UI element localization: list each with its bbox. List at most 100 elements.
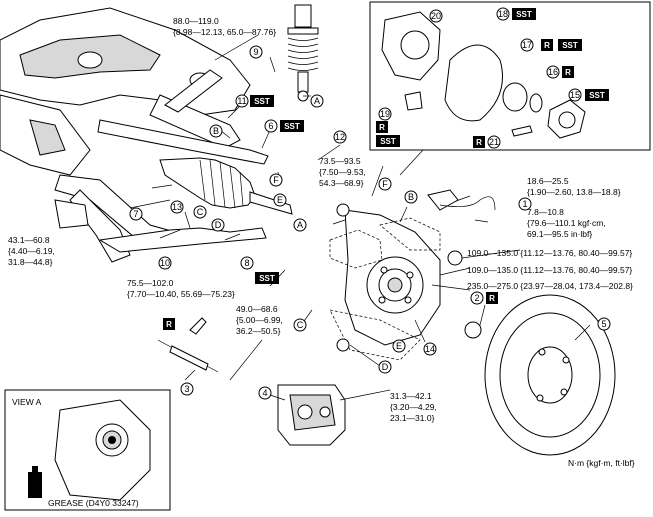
- letter-a-knuckle: A: [293, 218, 307, 232]
- knuckle-hub-assembly: [329, 189, 496, 361]
- callout-21: 21: [487, 135, 501, 149]
- svg-text:7.8—10.8: 7.8—10.8: [527, 207, 564, 217]
- svg-text:E: E: [277, 195, 283, 205]
- svg-text:31.3—42.1: 31.3—42.1: [390, 391, 432, 401]
- letter-f-knuckle: F: [378, 177, 392, 191]
- callout-3: 3: [180, 382, 194, 396]
- svg-text:R: R: [489, 294, 495, 303]
- callout-14: 14: [423, 342, 437, 356]
- r-tag-17: R: [541, 39, 553, 51]
- svg-text:4: 4: [262, 388, 267, 398]
- svg-text:{79.6—110.1 kgf·cm,: {79.6—110.1 kgf·cm,: [527, 218, 606, 228]
- svg-text:23.1—31.0}: 23.1—31.0}: [390, 413, 435, 423]
- callout-15: 15: [568, 88, 582, 102]
- torque-label-4: 7.8—10.8 {79.6—110.1 kgf·cm, 69.1—95.5 i…: [527, 207, 606, 239]
- svg-text:F: F: [273, 175, 279, 185]
- svg-text:73.5—93.5: 73.5—93.5: [319, 156, 361, 166]
- callout-13: 13: [170, 200, 184, 214]
- svg-text:C: C: [197, 207, 204, 217]
- unit-label: N·m {kgf·m, ft·lbf}: [568, 458, 635, 468]
- svg-text:3: 3: [184, 384, 189, 394]
- svg-text:R: R: [379, 123, 385, 132]
- svg-text:16: 16: [548, 67, 558, 77]
- svg-text:SST: SST: [284, 122, 300, 131]
- view-a-inset: [4, 389, 171, 511]
- svg-text:1: 1: [522, 199, 527, 209]
- svg-text:D: D: [382, 362, 389, 372]
- r-tags: R R R R R R: [163, 39, 574, 330]
- brake-caliper: [277, 384, 346, 446]
- svg-text:69.1—95.5 in·lbf}: 69.1—95.5 in·lbf}: [527, 229, 592, 239]
- svg-text:109.0—135.0 {11.12—13.76, 80.4: 109.0—135.0 {11.12—13.76, 80.40—99.57}: [467, 265, 632, 275]
- sst-tags: SST SST SST SST SST SST SST: [250, 8, 609, 284]
- svg-text:SST: SST: [254, 97, 270, 106]
- svg-text:14: 14: [425, 344, 435, 354]
- svg-text:17: 17: [522, 40, 532, 50]
- svg-text:{4.40—6.19,: {4.40—6.19,: [8, 246, 55, 256]
- letter-d-arm: D: [211, 218, 225, 232]
- callout-1: 1: [518, 197, 532, 211]
- part-callouts: 1 2 3 4 5 6 7 8 9 10 11 12 13 14 15 16 1…: [129, 7, 611, 400]
- svg-text:{7.50—9.53,: {7.50—9.53,: [319, 167, 366, 177]
- svg-text:SST: SST: [589, 91, 605, 100]
- svg-text:R: R: [544, 41, 550, 50]
- svg-text:R: R: [476, 138, 482, 147]
- svg-text:{7.70—10.40, 55.69—75.23}: {7.70—10.40, 55.69—75.23}: [127, 289, 235, 299]
- svg-text:R: R: [166, 320, 172, 329]
- r-tag-16: R: [562, 66, 574, 78]
- sst-tag-11: SST: [250, 95, 274, 107]
- letter-b-knuckle: B: [404, 190, 418, 204]
- torque-label-3: 18.6—25.5 {1.90—2.60, 13.8—18.8}: [527, 176, 621, 197]
- letter-d-knuckle: D: [378, 360, 392, 374]
- svg-text:B: B: [408, 192, 414, 202]
- letter-a-upper: A: [310, 94, 324, 108]
- svg-text:E: E: [396, 341, 402, 351]
- svg-text:11: 11: [237, 96, 246, 106]
- svg-text:SST: SST: [562, 41, 578, 50]
- svg-text:10: 10: [160, 258, 170, 268]
- svg-text:43.1—60.8: 43.1—60.8: [8, 235, 50, 245]
- hub-detail-inset: [369, 1, 651, 176]
- svg-text:{1.90—2.60, 13.8—18.8}: {1.90—2.60, 13.8—18.8}: [527, 187, 621, 197]
- svg-text:D: D: [215, 220, 222, 230]
- shock-absorber: [287, 4, 319, 102]
- letter-e-arm: E: [273, 193, 287, 207]
- grease-tube-icon: [28, 472, 42, 498]
- callout-20: 20: [429, 9, 443, 23]
- svg-text:18: 18: [498, 9, 508, 19]
- svg-text:{5.00—6.99,: {5.00—6.99,: [236, 315, 283, 325]
- svg-text:5: 5: [601, 319, 606, 329]
- svg-text:19: 19: [380, 109, 390, 119]
- callout-17: 17: [520, 38, 534, 52]
- letter-c-arm: C: [193, 205, 207, 219]
- torque-label-5: 109.0—135.0 {11.12—13.76, 80.40—99.57}: [467, 248, 632, 258]
- letter-e-knuckle: E: [392, 339, 406, 353]
- svg-text:{3.20—4.29,: {3.20—4.29,: [390, 402, 437, 412]
- svg-text:A: A: [297, 220, 303, 230]
- svg-text:8: 8: [244, 258, 249, 268]
- sst-tag-19: SST: [376, 135, 400, 147]
- svg-text:21: 21: [489, 137, 499, 147]
- svg-text:31.8—44.8}: 31.8—44.8}: [8, 257, 53, 267]
- torque-label-6: 109.0—135.0 {11.12—13.76, 80.40—99.57}: [467, 265, 632, 275]
- callout-11: 11: [235, 94, 249, 108]
- callout-10: 10: [158, 256, 172, 270]
- callout-16: 16: [546, 65, 560, 79]
- svg-text:9: 9: [253, 47, 258, 57]
- callout-9: 9: [249, 45, 263, 59]
- callout-7: 7: [129, 207, 143, 221]
- svg-text:B: B: [213, 126, 219, 136]
- svg-text:C: C: [297, 320, 304, 330]
- letter-callouts: A A B B C C D D E E F F: [193, 94, 418, 374]
- svg-text:SST: SST: [516, 10, 532, 19]
- torque-label-7: 235.0—275.0 {23.97—28.04, 173.4—202.8}: [467, 281, 633, 291]
- r-tag-19: R: [376, 121, 388, 133]
- torque-label-8: 43.1—60.8 {4.40—6.19, 31.8—44.8}: [8, 235, 55, 267]
- svg-text:54.3—68.9}: 54.3—68.9}: [319, 178, 364, 188]
- callout-8: 8: [240, 256, 254, 270]
- torque-label-9: 75.5—102.0 {7.70—10.40, 55.69—75.23}: [127, 278, 235, 299]
- brake-disc: [484, 294, 616, 456]
- svg-text:235.0—275.0 {23.97—28.04, 173.: 235.0—275.0 {23.97—28.04, 173.4—202.8}: [467, 281, 633, 291]
- svg-text:R: R: [565, 68, 571, 77]
- letter-c-knuckle: C: [293, 318, 307, 332]
